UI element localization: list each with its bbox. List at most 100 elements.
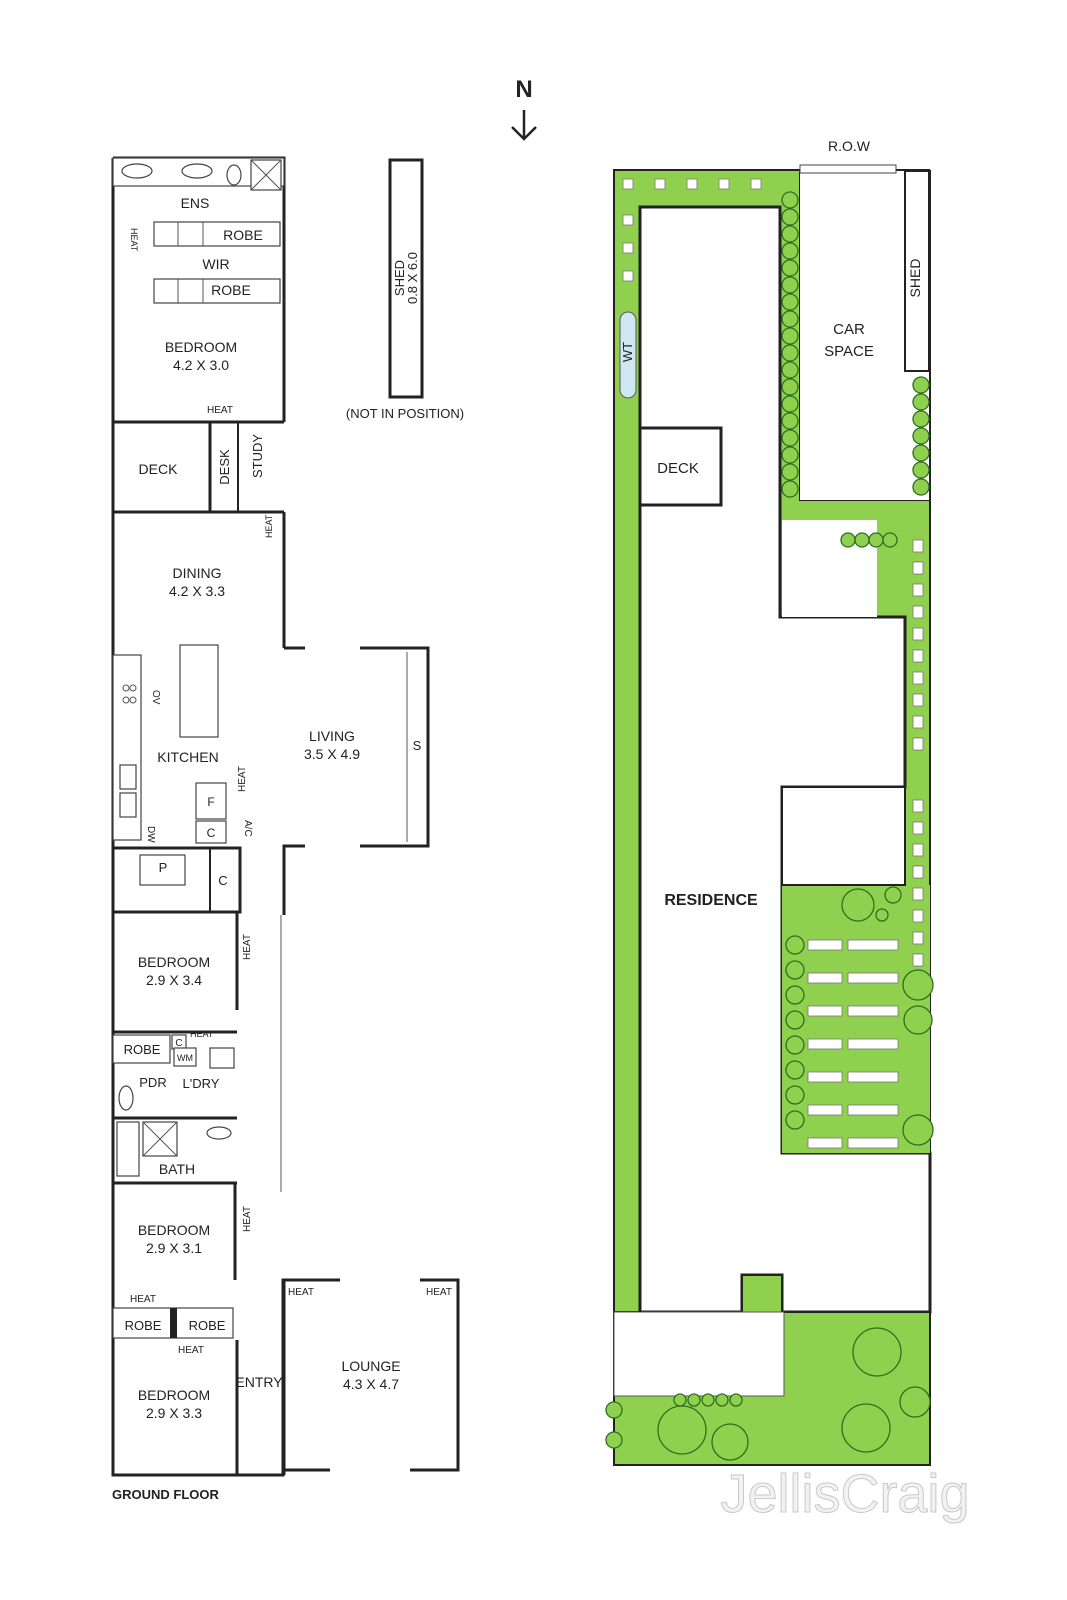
- room-bath-label: BATH: [159, 1161, 195, 1177]
- cupboard-label: C: [207, 826, 216, 840]
- paver: [912, 627, 924, 641]
- tree-icon: [711, 1423, 749, 1461]
- tree-icon: [852, 1327, 902, 1377]
- paver: [847, 972, 899, 984]
- paver: [912, 737, 924, 751]
- paver: [912, 671, 924, 685]
- shed-note: (NOT IN POSITION): [346, 406, 464, 421]
- shed-label: SHED: [392, 260, 407, 296]
- paver: [718, 178, 730, 190]
- hedge-shrub: [882, 532, 898, 548]
- hedge-shrub: [785, 1085, 805, 1105]
- paver: [622, 270, 634, 282]
- room-ens-label: ENS: [181, 195, 210, 211]
- paver: [912, 649, 924, 663]
- hedge-shrub: [912, 478, 930, 496]
- hedge-shrub: [781, 242, 799, 260]
- room-living-label: LIVING: [309, 728, 355, 744]
- hedge-shrub: [673, 1393, 687, 1407]
- paver: [912, 931, 924, 945]
- room-bedroom-3-size: 2.9 X 3.1: [146, 1240, 202, 1256]
- paver: [807, 939, 843, 951]
- room-bedroom-main-label: BEDROOM: [165, 339, 237, 355]
- paver: [654, 178, 666, 190]
- room-deck-label: DECK: [139, 461, 179, 477]
- hedge-shrub: [781, 429, 799, 447]
- paver: [912, 715, 924, 729]
- heat-label: HEAT: [129, 228, 139, 252]
- hedge-shrub: [785, 935, 805, 955]
- hedge-shrub: [912, 444, 930, 462]
- paver: [807, 1038, 843, 1050]
- tree-icon: [875, 908, 889, 922]
- heat-label: HEAT: [207, 405, 233, 416]
- paver: [912, 539, 924, 553]
- paver: [807, 1071, 843, 1083]
- hedge-shrub: [715, 1393, 729, 1407]
- hedge-shrub: [781, 395, 799, 413]
- room-bedroom-2-size: 2.9 X 3.4: [146, 972, 202, 988]
- paver: [847, 1104, 899, 1116]
- north-letter: N: [515, 76, 532, 103]
- heat-label: HEAT: [426, 1287, 452, 1298]
- fridge-label: F: [207, 795, 214, 809]
- hedge-shrub: [781, 310, 799, 328]
- residence-label: RESIDENCE: [664, 892, 758, 909]
- heat-label: HEAT: [130, 1294, 156, 1305]
- hedge-shrub: [605, 1401, 623, 1419]
- washing-machine-label: WM: [177, 1053, 193, 1063]
- heat-label: HEAT: [288, 1287, 314, 1298]
- site-shed-label: SHED: [907, 259, 923, 298]
- paver: [622, 242, 634, 254]
- paver: [912, 799, 924, 813]
- room-entry-label: ENTRY: [235, 1374, 283, 1390]
- paver: [622, 178, 634, 190]
- water-tank-label: WT: [620, 342, 635, 362]
- room-bedroom-4-label: BEDROOM: [138, 1387, 210, 1403]
- hedge-shrub: [781, 361, 799, 379]
- paver: [912, 583, 924, 597]
- paver: [912, 693, 924, 707]
- tree-icon: [902, 969, 934, 1001]
- hedge-shrub: [785, 1035, 805, 1055]
- paver: [686, 178, 698, 190]
- room-bedroom-3-label: BEDROOM: [138, 1222, 210, 1238]
- site-decor: [605, 178, 934, 1461]
- room-wir-label: WIR: [202, 256, 229, 272]
- oven-label: OV: [150, 690, 161, 705]
- tree-icon: [899, 1386, 931, 1418]
- paver: [912, 821, 924, 835]
- hedge-shrub: [868, 532, 884, 548]
- room-study-label: STUDY: [250, 434, 265, 478]
- room-robe-label: ROBE: [223, 227, 263, 243]
- cupboard-label: C: [175, 1038, 182, 1049]
- paver: [912, 843, 924, 857]
- hedge-shrub: [912, 410, 930, 428]
- room-bedroom-main-size: 4.2 X 3.0: [173, 357, 229, 373]
- tree-icon: [903, 1005, 933, 1035]
- hedge-shrub: [781, 344, 799, 362]
- paver: [912, 605, 924, 619]
- tree-icon: [884, 886, 902, 904]
- room-robe-label: ROBE: [189, 1318, 226, 1333]
- paver: [912, 909, 924, 923]
- hedge-shrub: [854, 532, 870, 548]
- row-label: R.O.W: [828, 138, 871, 154]
- hedge-shrub: [781, 480, 799, 498]
- room-dining-label: DINING: [173, 565, 222, 581]
- room-robe-label: ROBE: [124, 1042, 161, 1057]
- hedge-shrub: [785, 1110, 805, 1130]
- paver: [807, 1104, 843, 1116]
- paver: [847, 1005, 899, 1017]
- room-robe-label: ROBE: [211, 282, 251, 298]
- room-pdr-label: PDR: [139, 1075, 166, 1090]
- hedge-shrub: [912, 427, 930, 445]
- heat-label: HEAT: [264, 514, 274, 538]
- heat-label: HEAT: [237, 766, 248, 792]
- hedge-shrub: [785, 1060, 805, 1080]
- cupboard-label: C: [218, 873, 227, 888]
- tree-icon: [841, 888, 875, 922]
- storage-label: S: [413, 738, 422, 753]
- hedge-shrub: [912, 393, 930, 411]
- heat-label: HEAT: [242, 934, 253, 960]
